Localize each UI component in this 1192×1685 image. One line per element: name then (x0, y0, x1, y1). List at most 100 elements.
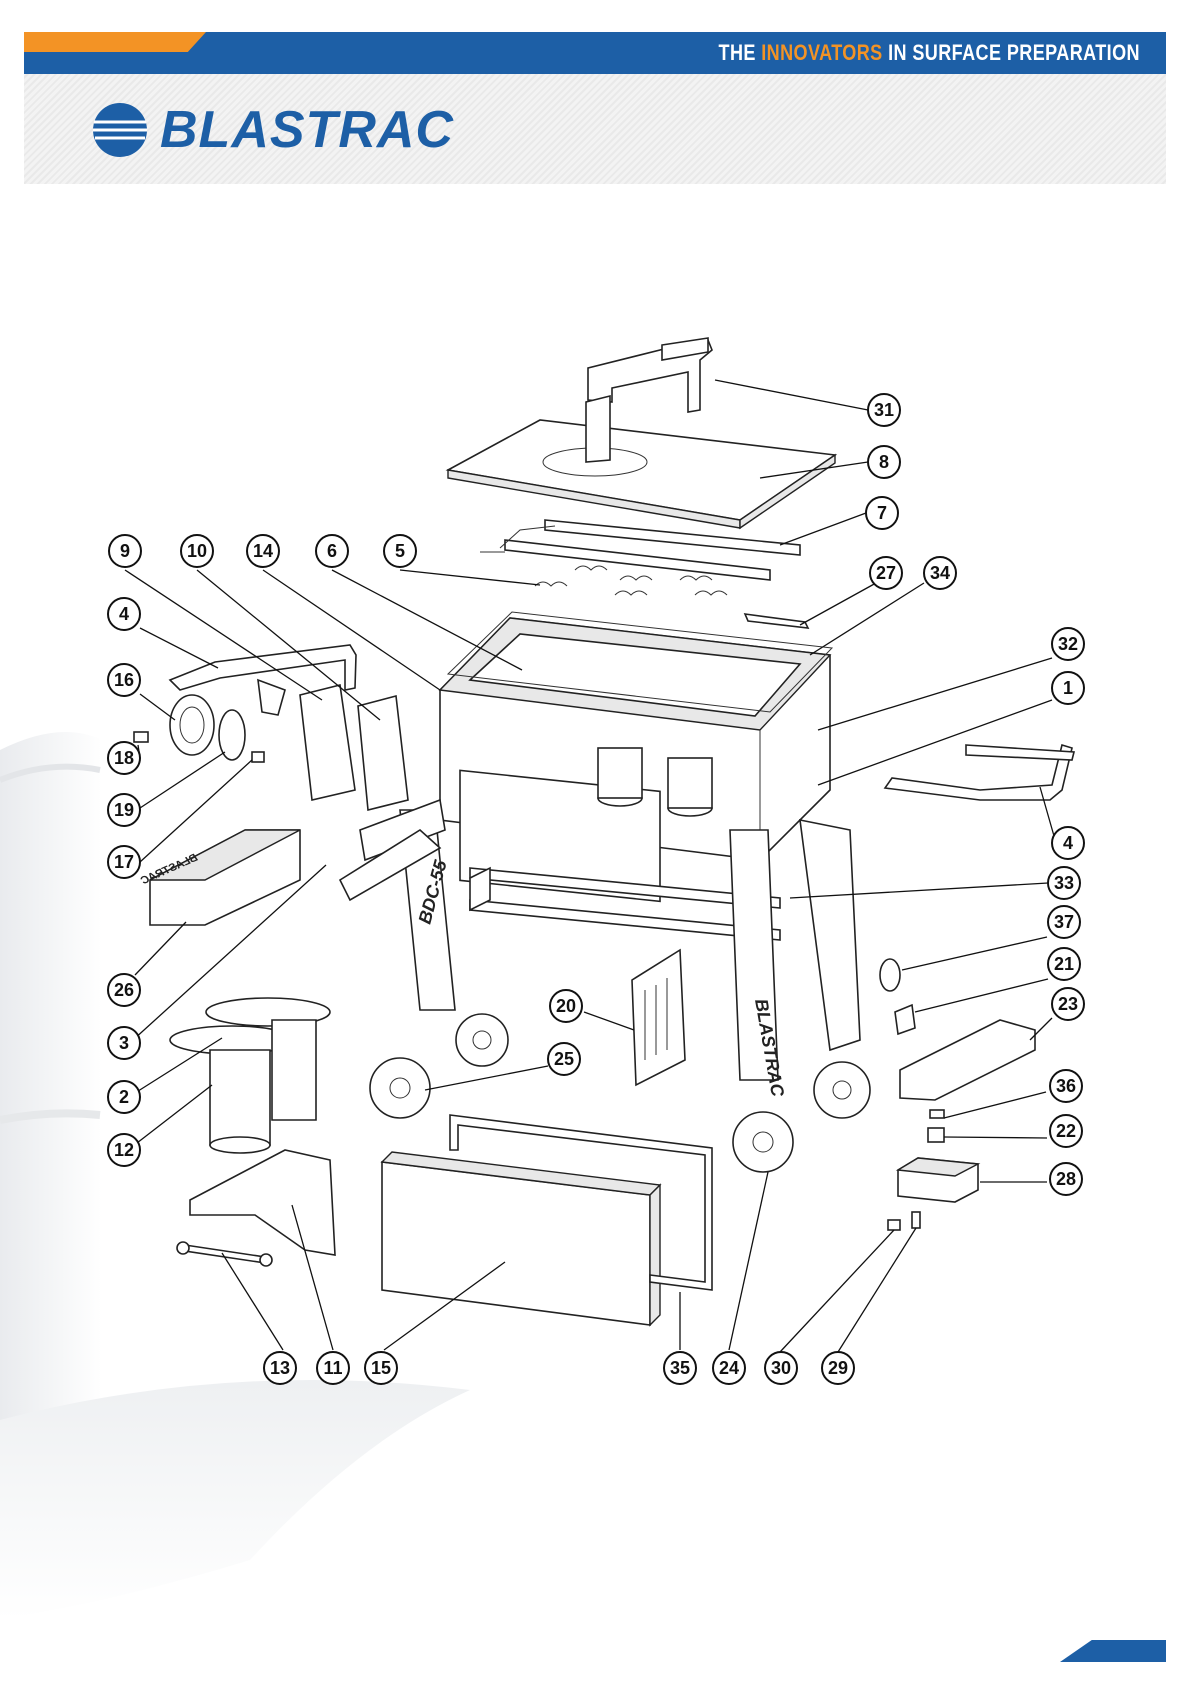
callout-18: 18 (108, 742, 140, 774)
callout-label: 17 (114, 852, 134, 872)
part-28-box (898, 1158, 978, 1202)
part-10-panel (358, 696, 408, 810)
callout-28: 28 (1050, 1163, 1082, 1195)
callout-label: 28 (1056, 1169, 1076, 1189)
callout-16: 16 (108, 664, 140, 696)
callout-label: 18 (114, 748, 134, 768)
part-18-switch (134, 732, 148, 742)
callout-3: 3 (108, 1027, 140, 1059)
callout-label: 26 (114, 980, 134, 1000)
callout-label: 37 (1054, 912, 1074, 932)
callout-label: 35 (670, 1358, 690, 1378)
callout-label: 10 (187, 541, 207, 561)
callout-label: 23 (1058, 994, 1078, 1014)
part-27-strap (745, 614, 808, 628)
part-16-inlet-fitting (170, 695, 214, 755)
callout-13: 13 (264, 1352, 296, 1384)
callout-20: 20 (550, 990, 582, 1022)
callout-12: 12 (108, 1134, 140, 1166)
callout-label: 11 (323, 1358, 342, 1378)
callout-label: 6 (327, 541, 337, 561)
callout-4-left: 4 (108, 598, 140, 630)
callout-4-right: 4 (1052, 827, 1084, 859)
part-37-grommet (880, 959, 900, 991)
callout-label: 22 (1056, 1121, 1076, 1141)
callout-label: 1 (1063, 678, 1073, 698)
callout-22: 22 (1050, 1115, 1082, 1147)
callout-24: 24 (713, 1352, 745, 1384)
callout-34: 34 (924, 557, 956, 589)
callout-2: 2 (108, 1081, 140, 1113)
callout-35: 35 (664, 1352, 696, 1384)
callout-7: 7 (866, 497, 898, 529)
part-9-panel (300, 685, 355, 800)
callout-37: 37 (1048, 906, 1080, 938)
callout-label: 7 (877, 503, 887, 523)
callout-label: 3 (119, 1033, 129, 1053)
part-4-handle-right (885, 745, 1074, 800)
part-30-connector (888, 1220, 900, 1230)
part-25-casters (370, 1014, 508, 1118)
part-22-switch (928, 1128, 944, 1142)
callout-label: 8 (879, 452, 889, 472)
callout-label: 24 (719, 1358, 739, 1378)
callout-label: 34 (930, 563, 950, 583)
callout-19: 19 (108, 794, 140, 826)
callout-21: 21 (1048, 948, 1080, 980)
part-21-bracket (895, 1005, 915, 1034)
callout-6: 6 (316, 535, 348, 567)
callout-label: 25 (554, 1049, 574, 1069)
part-11-filter-bracket (190, 1150, 335, 1255)
callout-label: 12 (114, 1140, 134, 1160)
callout-25: 25 (548, 1043, 580, 1075)
callout-label: 4 (1063, 833, 1073, 853)
callout-1: 1 (1052, 672, 1084, 704)
part-29-connector (912, 1212, 920, 1228)
callout-label: 15 (371, 1358, 391, 1378)
callout-14: 14 (247, 535, 279, 567)
callout-31: 31 (868, 394, 900, 426)
callout-9: 9 (109, 535, 141, 567)
callout-8: 8 (868, 446, 900, 478)
callout-label: 4 (119, 604, 129, 624)
callout-label: 31 (874, 400, 894, 420)
part-23-bracket (900, 1020, 1035, 1100)
callout-5: 5 (384, 535, 416, 567)
part-20-grille (632, 950, 685, 1085)
callout-label: 16 (114, 670, 134, 690)
callout-label: 5 (395, 541, 405, 561)
callout-23: 23 (1052, 988, 1084, 1020)
callout-label: 27 (876, 563, 896, 583)
callout-label: 19 (114, 800, 134, 820)
part-36-clip (930, 1110, 944, 1118)
callout-36: 36 (1050, 1070, 1082, 1102)
part-7-rods (480, 520, 800, 580)
callout-33: 33 (1048, 867, 1080, 899)
callout-label: 13 (270, 1358, 290, 1378)
callout-label: 32 (1058, 634, 1078, 654)
callout-29: 29 (822, 1352, 854, 1384)
callout-label: 20 (556, 996, 576, 1016)
part-8-top-plate (448, 396, 835, 528)
callout-label: 30 (771, 1358, 791, 1378)
callout-30: 30 (765, 1352, 797, 1384)
callout-label: 9 (120, 541, 130, 561)
part-15-door (382, 1152, 660, 1325)
callout-17: 17 (108, 846, 140, 878)
callout-label: 2 (119, 1087, 129, 1107)
callout-15: 15 (365, 1352, 397, 1384)
callout-10: 10 (181, 535, 213, 567)
callout-26: 26 (108, 974, 140, 1006)
part-17-connector (252, 752, 264, 762)
callout-label: 14 (253, 541, 273, 561)
callout-label: 29 (828, 1358, 848, 1378)
callout-label: 36 (1056, 1076, 1076, 1096)
callout-27: 27 (870, 557, 902, 589)
part-1-main-body (440, 618, 830, 901)
callout-label: 21 (1054, 954, 1074, 974)
part-19-ring (219, 710, 245, 760)
callout-label: 33 (1054, 873, 1074, 893)
callout-11: 11 (317, 1352, 349, 1384)
